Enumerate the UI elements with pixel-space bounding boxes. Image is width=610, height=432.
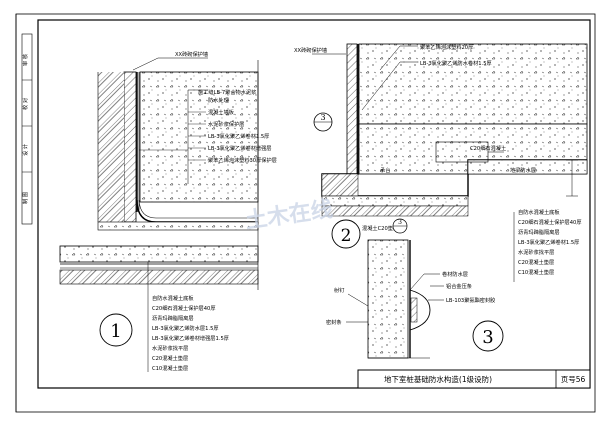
ref-marker-3b-label: 3 — [398, 219, 402, 226]
detail-3: 卷材防水层 铝合金压条 LB-103聚氨酯密封胶 射钉 密封条 3 — [326, 239, 504, 359]
sidebar-label-design: 设 计 — [21, 144, 29, 156]
d2-callout-5: 混凝土C20垫层 — [362, 224, 398, 232]
d1-callout-2: 防水处理 — [208, 96, 230, 104]
d2-callout-0: 聚苯乙烯泡沫塑料20厚 — [420, 43, 473, 51]
d2-right-6: C10混凝土垫层 — [518, 268, 554, 276]
detail-1: XX砖砌保护墙 施工缝LB-7聚合物水泥浆 防水处理 混凝土墙板 水泥砂浆保护层… — [59, 50, 277, 372]
d2-slab — [358, 43, 588, 125]
d1-callout-1: 施工缝LB-7聚合物水泥浆 — [198, 88, 256, 96]
detail-2-number: 2 — [341, 226, 352, 246]
sidebar: 审 核 校 对 设 计 制 图 — [21, 33, 33, 225]
d2-right-0: 自防水混凝土底板 — [518, 208, 560, 216]
sidebar-label-drawn: 制 图 — [21, 192, 29, 204]
detail-2: 聚苯乙烯泡沫塑料20厚 XX砖砌保护墙 LB-3氯化聚乙烯防水卷材1.5厚 承台… — [294, 43, 588, 282]
detail-1-marker — [99, 313, 133, 347]
title-block: 地下室桩基础防水构造(1级设防) 页号56 — [357, 369, 591, 389]
detail-3-marker — [472, 320, 504, 352]
d2-callout-3: 承台 — [380, 166, 390, 174]
d1-callout-0: XX砖砌保护墙 — [175, 50, 208, 58]
d2-right-4: 水泥砂浆找平层 — [518, 248, 554, 256]
d1-bottom-7: C10混凝土垫层 — [152, 364, 188, 372]
d2-right-1: C20细石混凝土保护层40厚 — [518, 218, 582, 226]
d3-wall — [367, 239, 409, 359]
d3-callout-0: 卷材防水层 — [442, 270, 468, 278]
sidebar-label-review: 审 核 — [21, 54, 29, 66]
d3-callout-1: 铝合金压条 — [446, 282, 472, 290]
d3-callout-3: 射钉 — [334, 286, 344, 294]
d1-bottom-3: LB-3氯化聚乙烯防水层1.5厚 — [152, 324, 219, 332]
d2-callout-2: LB-3氯化聚乙烯防水卷材1.5厚 — [420, 59, 492, 67]
d3-callout-2: LB-103聚氨酯密封胶 — [446, 296, 495, 304]
d1-bottom-0: 自防水混凝土底板 — [152, 294, 194, 302]
d2-callout-6: C20细石混凝土 — [470, 144, 506, 152]
d1-bottom-2: 沥青玛蹄脂隔离层 — [152, 314, 194, 322]
brick-wall — [123, 71, 137, 223]
d2-right-5: C20混凝土垫层 — [518, 258, 554, 266]
d1-callout-3: 混凝土墙板 — [208, 108, 235, 116]
detail-2-marker — [331, 219, 361, 249]
d1-callout-6: LB-3氯化聚乙烯卷材增强层 — [208, 144, 272, 152]
d1-callout-4: 水泥砂浆保护层 — [208, 120, 244, 128]
detail-3-number: 3 — [482, 327, 493, 348]
page-number: 页号56 — [561, 375, 586, 384]
d3-sealant — [409, 289, 431, 331]
d1-bottom-4: LB-3氯化聚乙烯卷材增强层1.5厚 — [152, 334, 229, 342]
d3-callout-4: 密封条 — [326, 318, 342, 326]
d3-strip — [410, 297, 418, 323]
detail-1-number: 1 — [110, 321, 121, 342]
d2-callout-1: XX砖砌保护墙 — [294, 46, 327, 54]
d1-callout-7: 聚苯乙烯泡沫塑料30厚保护层 — [208, 156, 277, 164]
d1-bottom-6: C20混凝土垫层 — [152, 354, 188, 362]
d1-bottom-5: 水泥砂浆找平层 — [152, 344, 188, 352]
frame-inner — [37, 19, 591, 389]
d2-right-3: LB-3氯化聚乙烯卷材1.5厚 — [518, 238, 579, 246]
d1-bottom-1: C20细石混凝土保护层40厚 — [152, 304, 216, 312]
ref-marker-3a-label: 3 — [320, 113, 325, 122]
concrete-wall — [139, 71, 259, 203]
sidebar-label-check: 校 对 — [21, 98, 29, 110]
d2-callout-4: 地梁防水层 — [510, 166, 536, 174]
base-layer — [59, 245, 259, 263]
d2-right-2: 沥青玛蹄脂隔离层 — [518, 228, 560, 236]
drawing-title: 地下室桩基础防水构造(1级设防) — [384, 374, 492, 384]
d1-callout-5: LB-3氯化聚乙烯卷材1.5厚 — [208, 132, 269, 140]
